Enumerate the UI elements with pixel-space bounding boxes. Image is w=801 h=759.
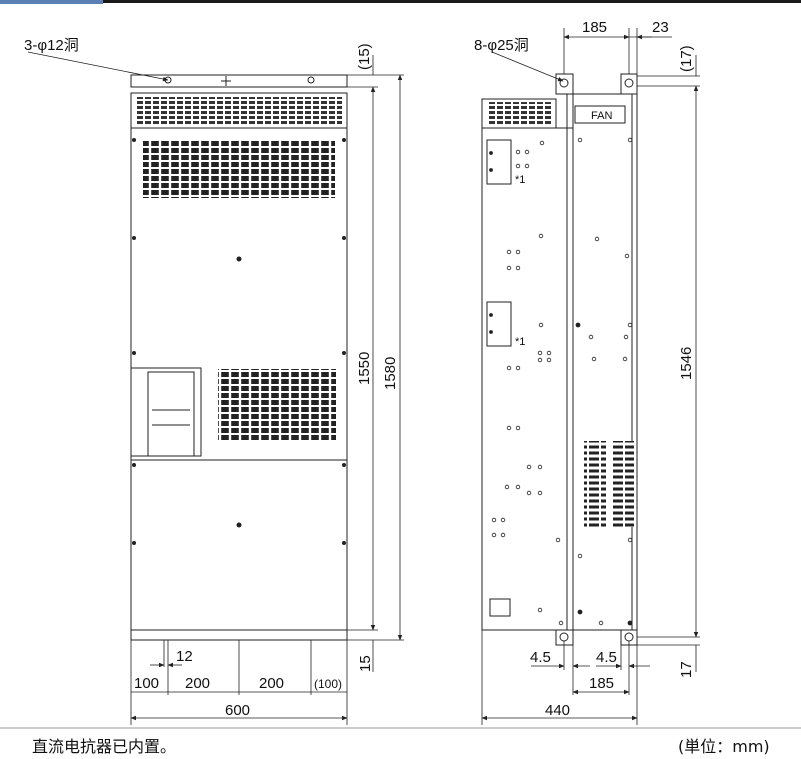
front-dim-spacing-3: 200 — [259, 675, 284, 692]
front-dim-spacing-4: (100) — [314, 677, 342, 691]
side-small-box — [489, 598, 511, 617]
front-view — [130, 74, 348, 641]
side-view — [481, 73, 638, 646]
side-top-bracket — [555, 73, 574, 95]
front-lower-grille — [218, 369, 336, 441]
header-bar — [0, 0, 801, 3]
side-labels: 8-φ25洞 185 23 (17) 1546 17 4.5 4.5 185 4… — [474, 19, 695, 719]
mount-hole — [624, 78, 634, 88]
side-dim-height: 1546 — [678, 347, 695, 380]
side-terminal-bracket — [486, 139, 512, 185]
side-small-holes — [489, 137, 633, 626]
side-dim-depth: 440 — [545, 702, 570, 719]
side-dim-bottom-width: 185 — [589, 675, 614, 692]
front-dim-top-offset: (15) — [356, 43, 373, 70]
side-dim-bottom-offset: 17 — [678, 661, 695, 678]
front-hole-label: 3-φ12洞 — [24, 37, 79, 54]
unit-label: (単位：mm) — [678, 737, 770, 756]
side-dim-top-width: 185 — [582, 19, 607, 36]
side-top-vent — [481, 98, 557, 129]
front-screws — [132, 138, 346, 545]
front-dimensions — [27, 51, 404, 725]
front-bottom-plate — [130, 629, 348, 641]
side-top-vent-louvers — [487, 102, 553, 126]
header-accent — [0, 0, 103, 4]
front-dim-hole-edge: 12 — [176, 648, 193, 665]
note-mark-upper: *1 — [515, 174, 525, 186]
fan-label-box — [574, 105, 626, 124]
side-slot-vent — [612, 441, 634, 527]
front-dim-spacing-2: 200 — [185, 675, 210, 692]
front-top-plate — [130, 74, 348, 88]
front-dim-total-height: 1580 — [382, 357, 399, 390]
side-body — [481, 127, 574, 631]
front-labels: 3-φ12洞 (15) 1550 1580 15 12 100 200 200 … — [24, 37, 399, 719]
front-dim-width: 600 — [225, 702, 250, 719]
front-dim-inner-height: 1550 — [356, 352, 373, 385]
side-dim-top-offset-x: 23 — [652, 19, 669, 36]
front-top-vent-louvers — [136, 97, 342, 124]
side-hole-label: 8-φ25洞 — [474, 37, 529, 54]
mount-hole — [307, 76, 315, 84]
mount-hole — [624, 632, 634, 642]
side-dim-top-offset: (17) — [678, 45, 695, 72]
side-top-bracket — [620, 73, 638, 95]
side-dimensions — [481, 28, 700, 725]
side-fan-body — [572, 93, 638, 631]
side-dim-left-offset: 4.5 — [530, 649, 551, 666]
front-dim-spacing-1: 100 — [134, 675, 159, 692]
footnote: 直流电抗器已内置。 — [32, 737, 177, 756]
side-dim-right-offset: 4.5 — [596, 649, 617, 666]
mount-hole — [559, 632, 569, 642]
side-slot-vent — [584, 441, 606, 527]
front-terminal-window — [130, 367, 202, 457]
note-mark-lower: *1 — [515, 336, 525, 348]
mount-hole — [559, 78, 569, 88]
fan-label: FAN — [591, 110, 612, 122]
front-upper-grille — [143, 141, 335, 198]
side-terminal-bracket — [486, 301, 512, 347]
front-terminal-inner — [147, 371, 195, 457]
front-dim-bottom-offset: 15 — [357, 655, 374, 672]
side-bottom-bracket — [555, 629, 574, 646]
